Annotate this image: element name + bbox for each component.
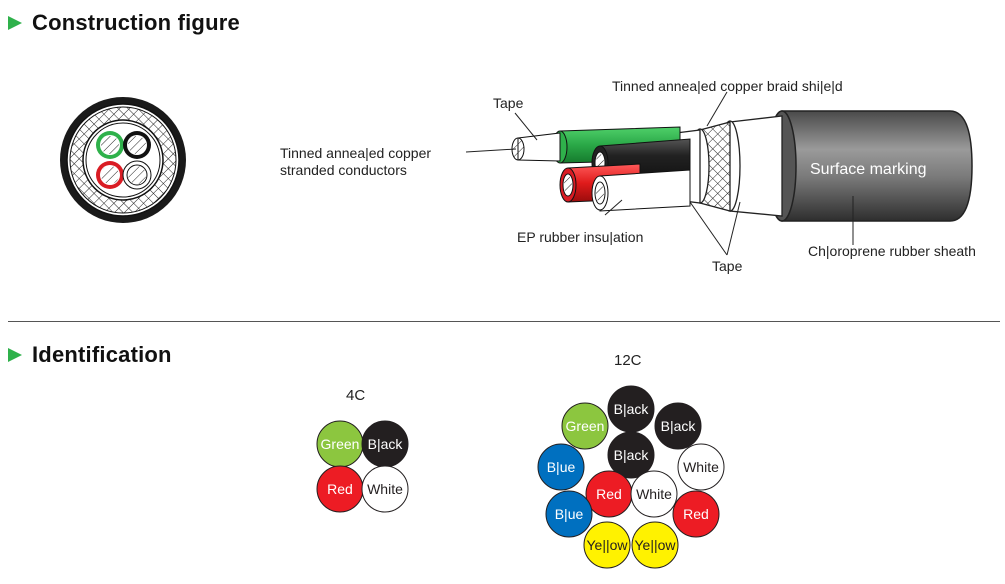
- chevron-right-icon: [8, 348, 22, 362]
- core-circle: [607, 431, 655, 479]
- core-set_12c-2: B|ack: [607, 385, 655, 433]
- core-label: B|ack: [368, 436, 404, 452]
- core-set_12c-3: B|ack: [654, 402, 702, 450]
- set-12c-title: 12C: [614, 352, 642, 369]
- core-set_4c-1: Green: [316, 420, 364, 468]
- tape-top-label: Tape: [493, 95, 524, 111]
- core-circle: [631, 521, 679, 569]
- core-circle: [654, 402, 702, 450]
- core-label: White: [683, 459, 719, 475]
- chevron-right-icon: [8, 16, 22, 30]
- braid-shield-label: Tinned annea|ed copper braid shi|e|d: [612, 78, 843, 94]
- core-label: Green: [321, 436, 360, 452]
- core-label: B|ack: [614, 401, 650, 417]
- core-label: White: [367, 481, 403, 497]
- surface-marking-label: Surface marking: [810, 161, 927, 178]
- construction-figure: [60, 91, 973, 256]
- sheath-label: Ch|oroprene rubber sheath: [808, 243, 976, 259]
- core-set_12c-7: Red: [585, 470, 633, 518]
- core-set_12c-1: Green: [561, 402, 609, 450]
- core-set_12c-8: White: [630, 470, 678, 518]
- core-circle: [537, 443, 585, 491]
- core-set_4c-3: Red: [316, 465, 364, 513]
- construction-heading: Construction figure: [8, 10, 240, 36]
- identification-heading: Identification: [8, 342, 172, 368]
- core-circle: [545, 490, 593, 538]
- core-circle: [361, 465, 409, 513]
- core-label: B|ack: [661, 418, 697, 434]
- core-circle: [672, 490, 720, 538]
- section-divider: [8, 321, 1000, 322]
- core-label: Ye||ow: [586, 537, 628, 553]
- conductor-label-line2: stranded conductors: [280, 162, 407, 178]
- core-label: White: [636, 486, 672, 502]
- core-label: B|ack: [614, 447, 650, 463]
- core-circle: [630, 470, 678, 518]
- construction-title: Construction figure: [32, 10, 240, 35]
- leader-lines: [465, 91, 854, 256]
- core-set_12c-12: Ye||ow: [631, 521, 679, 569]
- core-set_12c-11: Ye||ow: [583, 521, 631, 569]
- core-set_12c-5: B|ue: [537, 443, 585, 491]
- core-label: Ye||ow: [634, 537, 676, 553]
- identification-title: Identification: [32, 342, 172, 367]
- core-set_12c-10: Red: [672, 490, 720, 538]
- core-label: Green: [566, 418, 605, 434]
- cross-section: [60, 97, 186, 223]
- core-circle: [583, 521, 631, 569]
- set-4c-title: 4C: [346, 387, 366, 404]
- core-label: Red: [327, 481, 353, 497]
- core-set_4c-4: White: [361, 465, 409, 513]
- core-set_12c-9: B|ue: [545, 490, 593, 538]
- core-label: B|ue: [555, 506, 584, 522]
- core-set_4c-2: B|ack: [361, 420, 409, 468]
- core-label: Red: [683, 506, 709, 522]
- core-label: B|ue: [547, 459, 576, 475]
- core-circle: [561, 402, 609, 450]
- cable-side-view: [511, 110, 973, 222]
- tape-bottom-label: Tape: [712, 258, 743, 274]
- ep-insulation-label: EP rubber insu|ation: [517, 229, 644, 245]
- conductor-label-line1: Tinned annea|ed copper: [280, 145, 432, 161]
- core-label: Red: [596, 486, 622, 502]
- core-set_12c-6: White: [677, 443, 725, 491]
- core-circle: [677, 443, 725, 491]
- core-set_12c-4: B|ack: [607, 431, 655, 479]
